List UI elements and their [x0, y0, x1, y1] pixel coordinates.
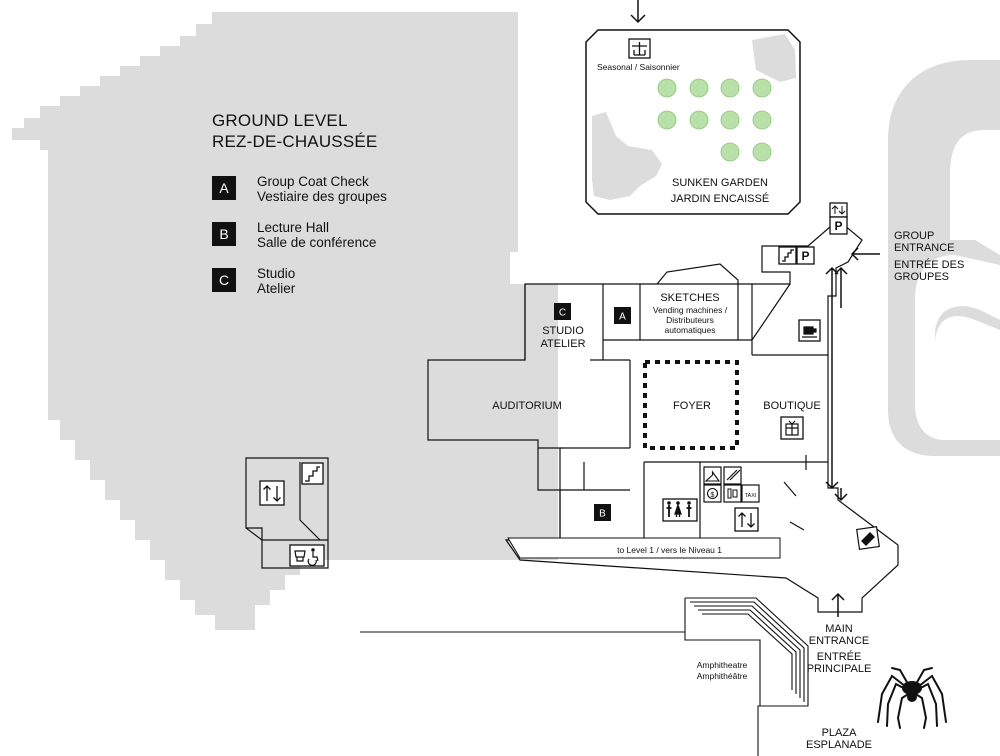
marker-b: B: [594, 504, 611, 521]
amphitheatre: [360, 597, 809, 756]
gift-icon: [780, 416, 804, 440]
marker-a: A: [614, 307, 631, 324]
parking-elevator-icon: P: [829, 202, 848, 235]
group-entrance-4: GROUPES: [894, 271, 949, 283]
gray-building-area: [12, 12, 558, 630]
main-entrance-1: MAIN: [825, 623, 853, 635]
circulation-arrows: [724, 247, 880, 617]
garden-season-label: Seasonal / Saisonnier: [597, 62, 680, 72]
svg-text:C: C: [559, 308, 566, 319]
legend-item-b: B Lecture Hall Salle de conférence: [212, 220, 472, 250]
legend-key-c: C: [212, 268, 236, 292]
legend-item-a: A Group Coat Check Vestiaire des groupes: [212, 174, 472, 204]
vending-label-3: automatiques: [664, 325, 715, 335]
accessible-restroom-icon: [289, 544, 325, 567]
svg-text:P: P: [801, 249, 809, 263]
legend-key-a: A: [212, 176, 236, 200]
main-entrance-3: ENTRÉE: [817, 650, 862, 663]
garden-trees: [657, 78, 772, 162]
cafe-icon: [798, 319, 821, 342]
stairs-icon: [778, 246, 797, 265]
level-ramp: [507, 537, 781, 559]
elevator-icon-lobby: [734, 507, 759, 532]
svg-text:A: A: [619, 312, 626, 323]
legend-title: GROUND LEVEL REZ-DE-CHAUSSÉE: [212, 110, 472, 152]
group-entrance-2: ENTRANCE: [894, 242, 955, 254]
garden-label-en: SUNKEN GARDEN: [672, 177, 768, 189]
sketches-label: SKETCHES: [660, 292, 719, 304]
map-legend: GROUND LEVEL REZ-DE-CHAUSSÉE A Group Coa…: [212, 110, 472, 312]
spider-sculpture-icon: [877, 667, 947, 729]
main-entrance-4: PRINCIPALE: [807, 663, 872, 675]
legend-item-a-fr: Vestiaire des groupes: [257, 189, 387, 204]
foyer-column-grid: [643, 360, 739, 450]
parking-icon: P: [796, 246, 815, 265]
legend-item-c-en: Studio: [257, 266, 296, 281]
main-entrance-2: ENTRANCE: [809, 635, 870, 647]
garden-arrow: [630, 0, 646, 24]
garden-label-fr: JARDIN ENCAISSÉ: [671, 192, 769, 205]
legend-item-b-en: Lecture Hall: [257, 220, 330, 235]
svg-text:B: B: [599, 509, 606, 520]
amphi-label-en: Amphitheatre: [697, 660, 748, 670]
west-elevator-icon: [259, 480, 285, 506]
group-entrance-1: GROUP: [894, 230, 934, 242]
svg-text:P: P: [834, 219, 842, 233]
sunken-garden: Seasonal / Saisonnier SUNKEN GARDEN JARD…: [585, 29, 801, 215]
svg-text:$: $: [711, 492, 715, 499]
ticket-desk-icon: [856, 526, 880, 550]
coat-check-icon: [703, 466, 722, 485]
atm-icon: $: [703, 484, 722, 503]
vending-label-2: Distributeurs: [666, 315, 714, 325]
plaza-label-1: PLAZA: [822, 727, 858, 739]
boutique-label: BOUTIQUE: [763, 400, 820, 412]
legend-item-b-fr: Salle de conférence: [257, 235, 377, 250]
west-annex: [245, 457, 329, 569]
ticket-icon: [723, 466, 742, 485]
studio-label-1: STUDIO: [542, 325, 584, 337]
restroom-icon: [662, 498, 698, 522]
legend-item-a-en: Group Coat Check: [257, 174, 369, 189]
amphi-label-fr: Amphithéâtre: [697, 671, 748, 681]
legend-title-en: GROUND LEVEL: [212, 111, 348, 130]
to-level-label: to Level 1 / vers le Niveau 1: [617, 545, 722, 555]
phone-icon: [723, 484, 742, 503]
svg-text:TAXI: TAXI: [745, 493, 757, 499]
legend-item-c-fr: Atelier: [257, 281, 296, 296]
marker-c: C: [554, 303, 571, 320]
taxi-icon: TAXI: [741, 484, 760, 503]
vending-label-1: Vending machines /: [653, 305, 728, 315]
legend-key-b: B: [212, 222, 236, 246]
west-stairs-icon: [301, 462, 324, 485]
building-plan: [427, 219, 899, 613]
legend-item-c: C Studio Atelier: [212, 266, 472, 296]
studio-label-2: ATELIER: [540, 338, 585, 350]
plaza-label-2: ESPLANADE: [806, 739, 872, 751]
decorative-shape-inner: [915, 255, 1000, 440]
foyer-label: FOYER: [673, 400, 711, 412]
legend-title-fr: REZ-DE-CHAUSSÉE: [212, 132, 378, 151]
auditorium-label: AUDITORIUM: [492, 400, 561, 412]
group-entrance-3: ENTRÉE DES: [894, 258, 964, 271]
terrace-icon: [628, 38, 651, 59]
